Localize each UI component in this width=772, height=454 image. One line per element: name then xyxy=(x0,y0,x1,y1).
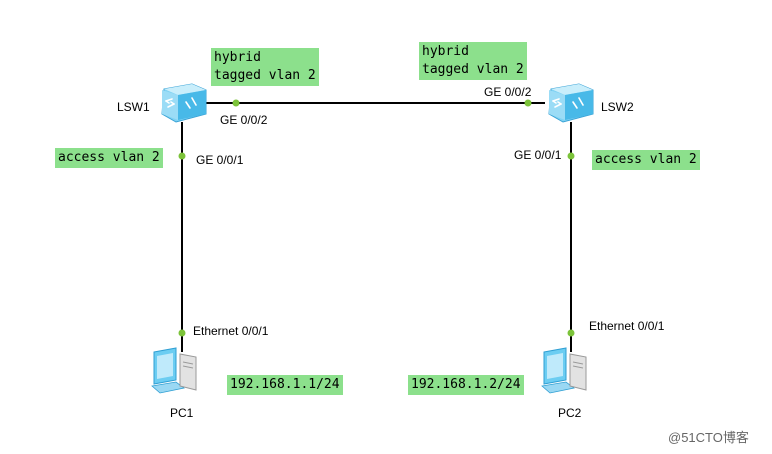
switch-icon xyxy=(161,83,207,123)
port-label-pc2-eth: Ethernet 0/0/1 xyxy=(589,319,665,333)
note-pc2-ip: 192.168.1.2/24 xyxy=(408,375,524,395)
port-label-lsw1-ge001: GE 0/0/1 xyxy=(196,153,244,167)
device-label-lsw2: LSW2 xyxy=(601,100,634,114)
device-label-pc2: PC2 xyxy=(558,406,582,420)
note-lsw2-hybrid: hybrid tagged vlan 2 xyxy=(419,42,527,80)
device-label-pc1: PC1 xyxy=(170,406,194,420)
device-label-lsw1: LSW1 xyxy=(117,100,150,114)
port-dot-lsw2-ge002 xyxy=(524,99,532,107)
port-dot-lsw2-ge001 xyxy=(567,152,575,160)
port-dot-pc2-eth xyxy=(567,329,575,337)
note-pc1-ip: 192.168.1.1/24 xyxy=(227,375,343,395)
note-lsw1-access: access vlan 2 xyxy=(55,148,163,168)
port-label-lsw1-ge002: GE 0/0/2 xyxy=(220,113,268,127)
switch-icon xyxy=(548,83,594,123)
port-dot-pc1-eth xyxy=(178,329,186,337)
port-dot-lsw1-ge002 xyxy=(232,99,240,107)
port-dot-lsw1-ge001 xyxy=(178,152,186,160)
watermark: @51CTO博客 xyxy=(668,430,749,445)
port-label-lsw2-ge002: GE 0/0/2 xyxy=(484,85,532,99)
port-label-lsw2-ge001: GE 0/0/1 xyxy=(514,148,562,162)
note-lsw2-access: access vlan 2 xyxy=(592,150,700,170)
port-label-pc1-eth: Ethernet 0/0/1 xyxy=(193,324,269,338)
pc-icon xyxy=(541,347,587,394)
note-lsw1-hybrid: hybrid tagged vlan 2 xyxy=(211,48,319,86)
pc-icon xyxy=(151,347,197,394)
